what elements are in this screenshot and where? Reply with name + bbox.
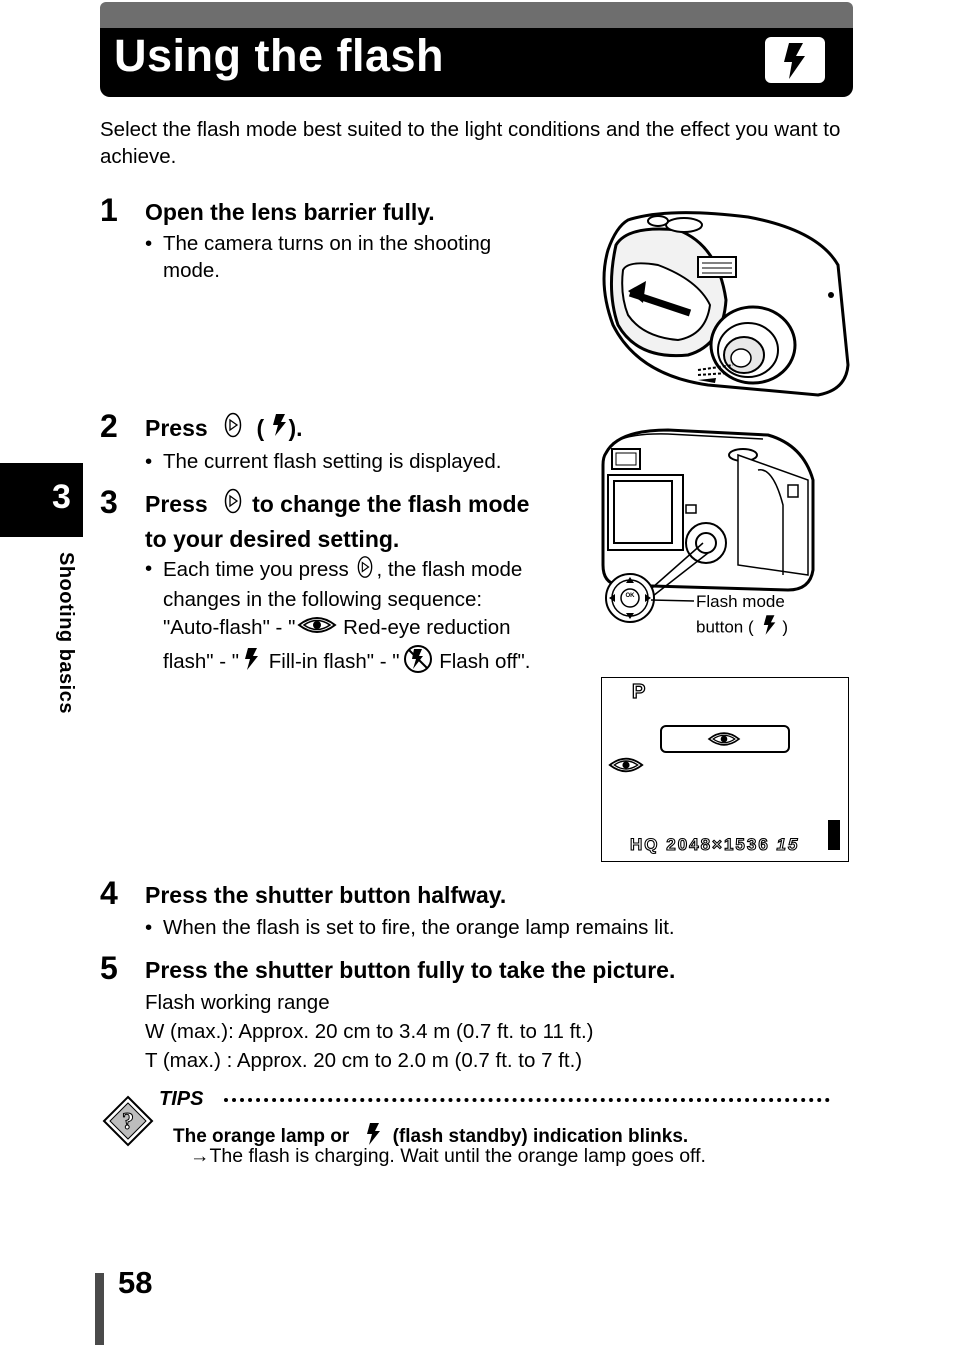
bullet-text: , the flash mode [376,557,523,581]
page-number: 58 [118,1265,153,1300]
step-number: 4 [100,875,118,911]
tips-question-icon: ? [102,1095,154,1147]
bullet-text: The camera turns on in the shooting [163,232,492,255]
bullet-text: When the flash is set to fire, the orang… [163,916,675,939]
fill-in-flash-icon [243,646,261,679]
red-eye-icon [707,732,741,746]
flash-off-icon [403,644,433,681]
right-arrow-button-icon [357,555,373,586]
bullet-text: The current flash setting is displayed. [163,450,502,473]
header-band [100,2,853,30]
camera-back-illustration: OK [601,428,815,623]
tips-label: TIPS [159,1088,204,1110]
flash-range-text: Flash working range W (max.): Approx. 20… [145,988,594,1075]
svg-text:?: ? [122,1109,134,1135]
bullet-text: changes in the following sequence: [163,588,483,611]
intro-text: Select the flash mode best suited to the… [100,118,841,168]
memory-gauge [828,820,840,850]
tips-heading-text: (flash standby) indication blinks. [392,1126,689,1148]
range-line: W (max.): Approx. 20 cm to 3.4 m (0.7 ft… [145,1020,594,1043]
chapter-label: Shooting basics [55,552,77,714]
range-line: T (max.) : Approx. 20 cm to 2.0 m (0.7 f… [145,1049,583,1072]
step-bullet: •When the flash is set to fire, the oran… [145,916,675,939]
step-heading-text: to change the flash mode [252,491,530,517]
step-heading-text: ). [288,415,303,441]
step-number: 1 [100,192,118,228]
step-number: 2 [100,408,118,444]
step-heading-text: Press [145,491,208,517]
lcd-status-line: HQ 2048×1536 15 [629,834,800,855]
bullet-text: Fill-in flash" - " [268,649,400,673]
shooting-mode-label: P [631,680,646,703]
page-title: Using the flash [114,30,445,81]
tips-divider [224,1098,830,1102]
right-arrow-button-icon [224,488,242,523]
quality-label: HQ [629,834,660,854]
header-bar [100,28,853,97]
bullet-text: Flash off". [439,649,531,673]
red-eye-icon [608,757,644,773]
chapter-tab [0,463,83,537]
step-number: 5 [100,950,118,986]
step-bullet: •The current flash setting is displayed. [145,450,502,473]
page-number-bar [95,1273,104,1345]
callout-text: button ( [696,617,754,637]
tips-heading-text: The orange lamp or [173,1126,350,1148]
range-line: Flash working range [145,991,330,1014]
step-heading-text: to your desired setting. [145,526,400,553]
step-bullet: •Each time you press , the flash mode ch… [145,555,531,681]
flash-mode-indicator [660,725,790,753]
bullet-text: mode. [163,259,220,282]
lcd-screen: P HQ 2048×1536 15 [601,677,849,862]
flash-icon [765,37,825,83]
flash-icon [365,1121,383,1153]
step-number: 3 [100,484,118,520]
step-heading: Press the shutter button fully to take t… [145,957,676,983]
bullet-text: Red-eye reduction [343,615,511,639]
step-heading-text: ( [256,415,265,441]
bullet-text: "Auto-flash" - " [163,615,296,639]
step-heading: Open the lens barrier fully. [145,199,435,225]
flash-icon [762,613,778,643]
tips-heading: The orange lamp or (flash standby) indic… [173,1121,688,1153]
tips-detail: →The flash is charging. Wait until the o… [190,1145,706,1167]
resolution-label: 2048×1536 [666,834,770,854]
step-bullet: •The camera turns on in the shooting mod… [145,232,492,282]
ok-button-label: OK [626,593,636,599]
right-arrow-button-icon [224,412,242,447]
flash-icon [271,412,289,447]
bullet-text: Each time you press [163,557,349,581]
chapter-number: 3 [52,478,71,516]
callout-text: ) [782,617,789,637]
callout-text: Flash mode [696,592,785,611]
red-eye-icon [297,613,337,644]
camera-front-illustration [602,211,850,397]
step-heading: Press ( ). [145,412,303,447]
bullet-text: flash" - " [163,649,240,673]
step-heading: Press the shutter button halfway. [145,882,507,908]
step-heading-text: Press [145,415,208,441]
remaining-shots: 15 [776,834,800,854]
step-heading: Press to change the flash mode to your d… [145,488,529,556]
flash-mode-button-callout: Flash mode button ( ) [696,591,788,643]
